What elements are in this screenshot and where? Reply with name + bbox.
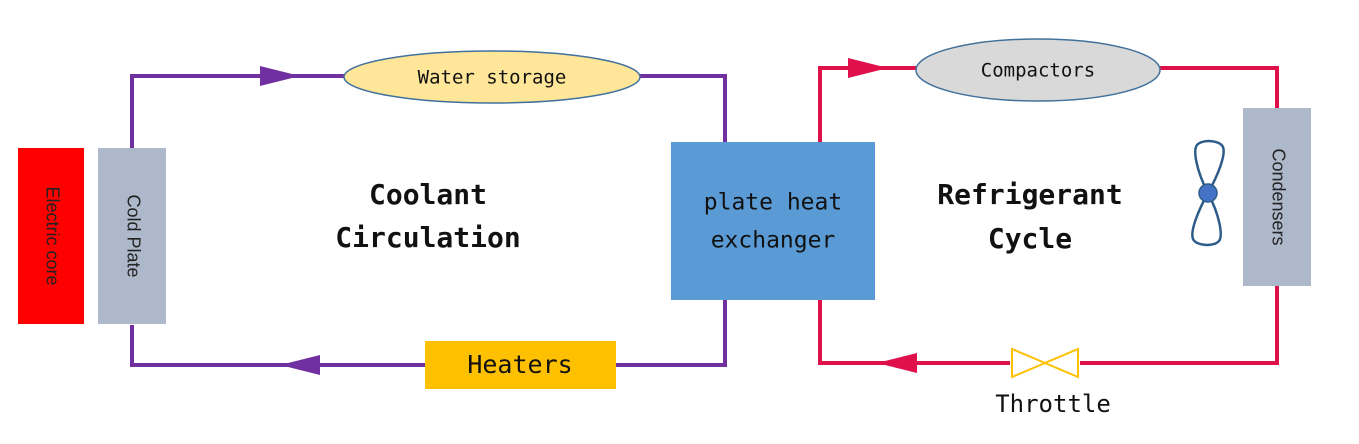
compactors-ellipse: [915, 38, 1161, 102]
exchanger-label-line1: plate heat: [704, 190, 842, 216]
refrigerant-title-line2: Cycle: [988, 222, 1072, 255]
throttle-valve-icon: [1011, 347, 1079, 379]
coolant-arrow-top: [260, 66, 300, 86]
coolant-line-bottom-right: [616, 300, 727, 367]
electric-core-label: Electric core: [42, 186, 62, 285]
coolant-line-top-right: [640, 74, 727, 142]
heaters-box: [425, 341, 616, 389]
throttle-label: Throttle: [995, 390, 1111, 418]
refrigerant-arrow-top: [848, 58, 888, 78]
refrigerant-line-top-right: [1160, 66, 1279, 108]
refrigerant-line-bottom-left: [818, 300, 1010, 365]
cold-plate-box: [98, 148, 166, 324]
coolant-title-line2: Circulation: [335, 221, 520, 254]
coolant-line-top-left: [130, 74, 345, 148]
heaters-label: Heaters: [467, 350, 572, 379]
coolant-arrow-bottom: [280, 355, 320, 375]
exchanger-label-line2: exchanger: [711, 228, 836, 254]
refrigerant-line-top-left: [818, 66, 917, 142]
refrigerant-line-bottom-right: [1080, 286, 1279, 365]
water-storage-label: Water storage: [418, 67, 567, 89]
cold-plate-label: Cold Plate: [123, 194, 143, 277]
electric-core-box: [18, 148, 84, 324]
refrigerant-title-line1: Refrigerant: [937, 178, 1122, 211]
coolant-title-line1: Coolant: [369, 178, 487, 211]
compactors-label: Compactors: [981, 60, 1095, 82]
fan-icon: [1191, 139, 1225, 247]
water-storage-ellipse: [343, 50, 641, 104]
condensers-label: Condensers: [1268, 148, 1288, 245]
refrigerant-loop-lines: [818, 66, 1279, 365]
refrigerant-arrow-bottom: [877, 353, 917, 373]
coolant-line-bottom-left: [130, 325, 425, 367]
plate-heat-exchanger-box: [671, 142, 875, 300]
condensers-box: [1243, 108, 1311, 286]
